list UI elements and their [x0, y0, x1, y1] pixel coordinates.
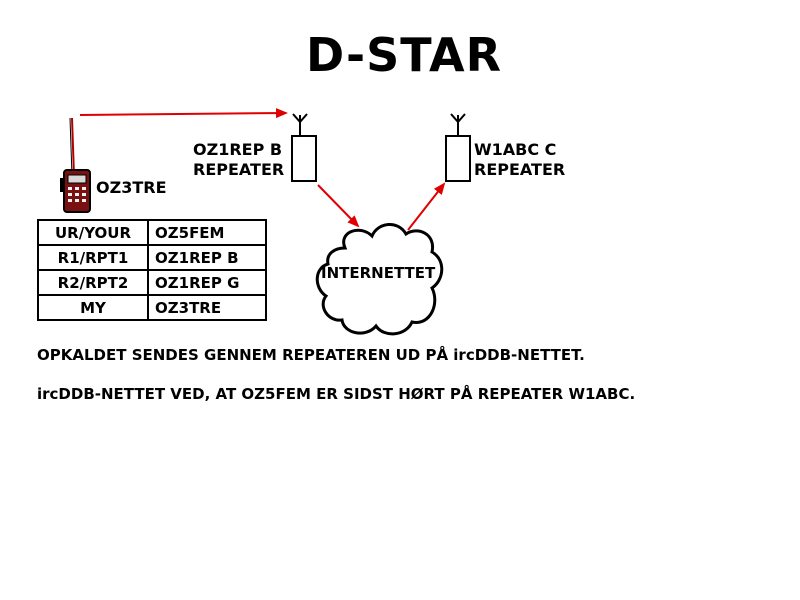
repeater-left-icon	[291, 113, 317, 182]
repeater-left-label: OZ1REP B REPEATER	[193, 140, 284, 180]
table-value: OZ5FEM	[147, 219, 267, 246]
table-value: OZ3TRE	[147, 294, 267, 321]
table-row: R2/RPT2 OZ1REP G	[37, 269, 267, 296]
table-key: R1/RPT1	[37, 244, 149, 271]
repeater-right-name: W1ABC C	[474, 140, 557, 159]
internet-label: INTERNETTET	[321, 264, 436, 282]
internet-cloud-icon	[315, 223, 444, 336]
repeater-left-type: REPEATER	[193, 160, 285, 179]
repeater-left-name: OZ1REP B	[193, 140, 283, 159]
table-value: OZ1REP B	[147, 244, 267, 271]
table-row: UR/YOUR OZ5FEM	[37, 219, 267, 246]
page-title: D-STAR	[305, 28, 503, 82]
arrow-internet-to-repeater	[407, 182, 446, 231]
arrow-repeater-to-internet	[317, 184, 360, 228]
table-row: R1/RPT1 OZ1REP B	[37, 244, 267, 271]
table-key: MY	[37, 294, 149, 321]
repeater-right-type: REPEATER	[474, 160, 566, 179]
description-line-2: ircDDB-NETTET VED, AT OZ5FEM ER SIDST HØ…	[37, 385, 636, 403]
table-value: OZ1REP G	[147, 269, 267, 296]
repeater-right-icon	[445, 113, 471, 182]
table-key: UR/YOUR	[37, 219, 149, 246]
description-line-1: OPKALDET SENDES GENNEM REPEATEREN UD PÅ …	[37, 346, 585, 364]
arrow-radio-to-repeater	[79, 108, 288, 119]
radio-callsign-label: OZ3TRE	[96, 178, 167, 197]
handheld-radio-icon	[60, 117, 91, 213]
table-key: R2/RPT2	[37, 269, 149, 296]
table-row: MY OZ3TRE	[37, 294, 267, 321]
routing-table: UR/YOUR OZ5FEM R1/RPT1 OZ1REP B R2/RPT2 …	[37, 219, 267, 321]
repeater-right-label: W1ABC C REPEATER	[474, 140, 565, 180]
